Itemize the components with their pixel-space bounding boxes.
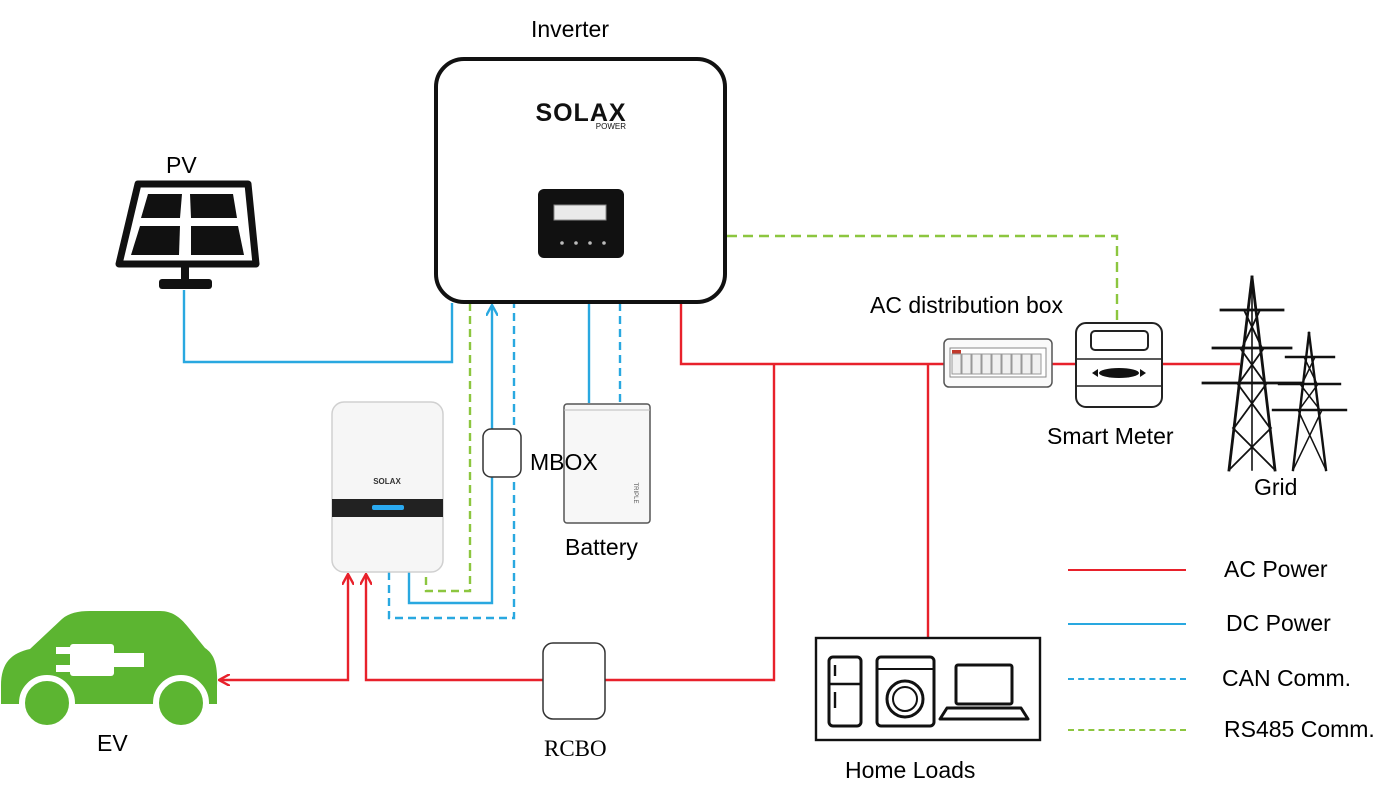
inverter-ac-line [679, 303, 946, 366]
inverter-meter-rs485-line [727, 234, 1119, 324]
mbox-label: MBOX [530, 449, 598, 475]
inverter-charger-rs485-line [424, 303, 472, 593]
rcbo-device-icon [542, 642, 606, 720]
legend-item-rs485-comm: RS485 Comm. [1068, 716, 1397, 746]
battery-label: Battery [565, 534, 638, 560]
breaker-box-icon [943, 338, 1053, 388]
inverter-logo: SOLAX [535, 99, 626, 127]
ev-label: EV [97, 730, 128, 756]
legend-swatch-ac-power [1068, 569, 1186, 571]
legend-item-can-comm: CAN Comm. [1068, 665, 1397, 695]
inverter-label: Inverter [531, 16, 609, 42]
fridge-icon [827, 655, 863, 728]
legend-label-dc-power: DC Power [1226, 610, 1331, 636]
legend-label-can-comm: CAN Comm. [1222, 665, 1352, 691]
bus-rcbo-ac-line [605, 364, 776, 682]
inverter-logo-sub: POWER [596, 122, 626, 131]
smart-meter-label: Smart Meter [1047, 423, 1174, 449]
battery-side-text: TRIPLE [632, 482, 638, 503]
electric-car-icon [1, 611, 218, 731]
legend-label-ac-power: AC Power [1224, 556, 1328, 582]
home-loads-label: Home Loads [845, 757, 976, 783]
ac-distribution-box-label: AC distribution box [870, 292, 1064, 318]
battery-unit-icon: TRIPLE [563, 403, 651, 524]
smart-meter-icon [1075, 322, 1163, 408]
legend-item-dc-power: DC Power [1068, 610, 1397, 640]
washing-machine-icon [875, 655, 936, 728]
mbox-device-icon [482, 428, 522, 478]
transmission-tower-icon [1201, 275, 1348, 472]
laptop-icon [938, 663, 1030, 721]
pv-dc-line [182, 290, 454, 364]
legend-swatch-dc-power [1068, 623, 1186, 625]
inverter-device-icon: SOLAX POWER [434, 57, 727, 304]
charger-ev-ac-line [220, 575, 348, 680]
charger-logo: SOLAX [373, 477, 401, 486]
legend-label-rs485-comm: RS485 Comm. [1224, 716, 1375, 742]
solar-panel-icon [115, 180, 260, 289]
legend-item-ac-power: AC Power [1068, 556, 1397, 586]
ev-charger-icon: SOLAX [331, 401, 444, 573]
home-loads-box [814, 636, 1042, 742]
legend-swatch-rs485-comm [1068, 729, 1186, 731]
legend-swatch-can-comm [1068, 678, 1186, 680]
inverter-display [538, 189, 624, 258]
pv-label: PV [166, 152, 197, 178]
rcbo-label: RCBO [544, 736, 607, 761]
rcbo-charger-ac-line [366, 575, 543, 682]
grid-label: Grid [1254, 474, 1298, 500]
